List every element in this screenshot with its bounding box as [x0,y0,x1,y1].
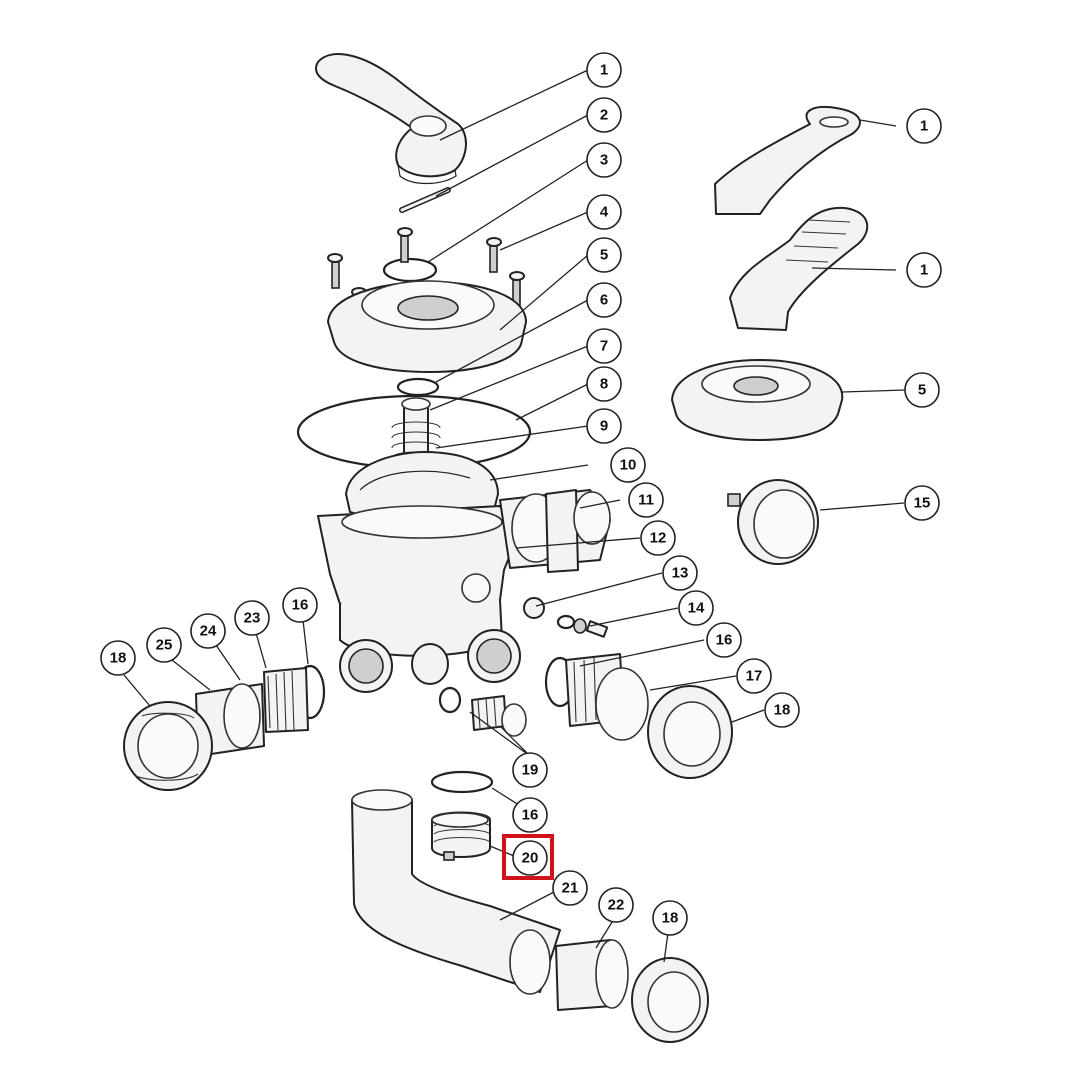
callout-number: 18 [110,650,127,667]
callout-number: 8 [600,376,608,393]
callout-9: 9 [586,408,622,444]
callout-number: 2 [600,107,608,124]
callout-1-right-b: 1 [906,252,942,288]
callout-number: 15 [914,495,931,512]
left-union-part [123,664,326,791]
callout-number: 7 [600,338,608,355]
side-union-part [545,489,611,573]
right-union-part [544,653,733,779]
callout-4: 4 [586,194,622,230]
callout-number: 25 [156,637,173,654]
small-o-ring-part [382,257,438,283]
callout-20: 20 [512,840,548,876]
callout-number: 17 [746,668,763,685]
callout-21: 21 [552,870,588,906]
callout-number: 23 [244,610,261,627]
callout-23: 23 [234,600,270,636]
callout-15: 15 [904,485,940,521]
callout-24: 24 [190,613,226,649]
threaded-adapter-part [431,811,491,861]
handle-alt-b-part [729,206,869,331]
callout-12: 12 [640,520,676,556]
callout-number: 14 [688,600,705,617]
callout-16-lower: 16 [512,797,548,833]
valve-body-part [317,489,611,693]
callout-number: 16 [716,632,733,649]
callout-17: 17 [736,658,772,694]
callout-number: 10 [620,457,637,474]
callout-19: 19 [512,752,548,788]
callout-number: 9 [600,418,608,435]
callout-number: 22 [608,897,625,914]
pipe-sleeve-part [555,939,629,1011]
o-ring-part [396,377,440,397]
callout-18-right: 18 [764,692,800,728]
callout-number: 11 [638,492,654,509]
callout-18-bottom: 18 [652,900,688,936]
shaft-spring-part [391,397,441,459]
callout-16-left: 16 [282,587,318,623]
callout-number: 18 [774,702,791,719]
callout-8: 8 [586,366,622,402]
drain-plug-part [438,686,527,737]
callout-number: 1 [920,262,928,279]
callout-number: 5 [918,382,926,399]
callout-13: 13 [662,555,698,591]
callout-7: 7 [586,328,622,364]
elbow-pipe-part [351,789,561,995]
handle-alt-a-part [714,106,861,215]
pressure-gauge-part [727,479,819,565]
callout-22: 22 [598,887,634,923]
callout-5-right: 5 [904,372,940,408]
cover-alt-part [671,359,844,441]
callout-number: 18 [662,910,679,927]
callout-number: 3 [600,152,608,169]
callout-number: 13 [672,565,689,582]
callout-5-left: 5 [586,237,622,273]
callouts: 1 2 3 4 5 6 7 8 9 10 11 12 13 14 1 1 5 1… [100,52,942,936]
callout-18-left: 18 [100,640,136,676]
drain-fittings-part [523,597,609,638]
callout-number: 6 [600,292,608,309]
callout-number: 12 [650,530,667,547]
highlight-box-part-20 [502,834,554,880]
callout-1-top: 1 [586,52,622,88]
callout-3: 3 [586,142,622,178]
callout-number: 16 [292,597,309,614]
callout-number: 1 [920,118,928,135]
callout-number: 16 [522,807,539,824]
callout-2: 2 [586,97,622,133]
callout-10: 10 [610,447,646,483]
callout-16-right: 16 [706,622,742,658]
callout-14: 14 [678,590,714,626]
callout-1-right-a: 1 [906,108,942,144]
callout-number: 5 [600,247,608,264]
handle-part [315,53,467,185]
callout-number: 24 [200,623,217,640]
bottom-union-nut-part [631,957,709,1043]
callout-number: 21 [562,880,579,897]
lower-o-ring-part [430,770,494,794]
callout-number: 1 [600,62,608,79]
callout-number: 20 [522,850,539,867]
callout-25: 25 [146,627,182,663]
callout-number: 19 [522,762,539,779]
callout-number: 4 [600,204,609,221]
callout-6: 6 [586,282,622,318]
callout-11: 11 [628,482,664,518]
cover-part [327,280,527,373]
